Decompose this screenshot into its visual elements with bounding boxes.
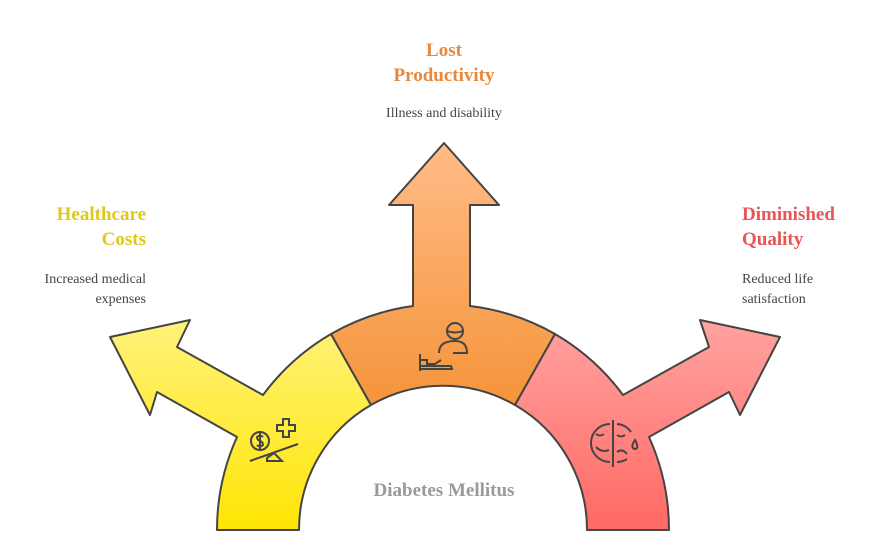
title-line: Productivity <box>393 65 495 86</box>
happy-sad-face-icon <box>590 420 639 467</box>
money-medical-scale-icon <box>249 418 299 462</box>
title-line: Quality <box>742 229 804 250</box>
description-line: satisfaction <box>742 292 806 307</box>
description-healthcare-costs: Increased medical expenses <box>0 270 146 310</box>
segment-diminished-quality <box>514 319 781 531</box>
description-line: Increased medical <box>44 272 146 287</box>
center-label: Diabetes Mellitus <box>373 480 515 501</box>
title-line: Lost <box>426 40 462 61</box>
title-line: Costs <box>101 229 146 250</box>
sick-person-bed-icon <box>419 322 469 371</box>
description-line: expenses <box>95 292 146 307</box>
description-diminished-quality: Reduced life satisfaction <box>742 270 869 310</box>
description-line: Illness and disability <box>386 106 502 121</box>
title-healthcare-costs: Healthcare Costs <box>0 202 146 252</box>
title-line: Healthcare <box>56 204 146 225</box>
segment-lost-productivity <box>330 142 556 406</box>
segment-healthcare-costs <box>109 319 372 531</box>
description-line: Reduced life <box>742 272 814 287</box>
title-lost-productivity: Lost Productivity <box>344 38 544 88</box>
title-diminished-quality: Diminished Quality <box>742 202 869 252</box>
title-line: Diminished <box>742 204 835 225</box>
description-lost-productivity: Illness and disability <box>294 104 594 124</box>
